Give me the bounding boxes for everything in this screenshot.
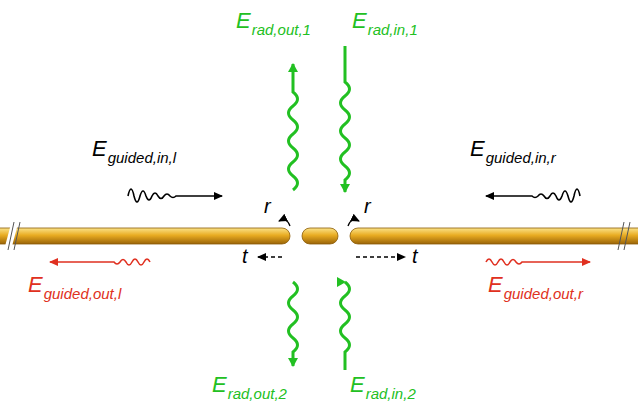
field-symbol: E xyxy=(352,8,367,33)
field-symbol: E xyxy=(236,8,251,33)
radiation-in-arrow xyxy=(341,46,350,192)
field-label: Erad,out,1 xyxy=(236,10,311,32)
field-subscript: rad,in,1 xyxy=(368,21,418,38)
transmission-arrow xyxy=(356,256,405,257)
field-label: Erad,in,1 xyxy=(352,10,418,32)
gap-rod xyxy=(302,228,338,244)
guided-in-packet xyxy=(486,189,580,202)
field-symbol: E xyxy=(470,136,485,161)
field-label: Erad,in,2 xyxy=(350,374,416,396)
field-subscript: rad,out,1 xyxy=(252,21,311,38)
transmission-arrow xyxy=(258,256,282,257)
break-mark xyxy=(618,222,630,250)
guided-out-packet xyxy=(50,259,150,265)
field-label: Eguided,in,r xyxy=(470,138,556,160)
field-symbol: E xyxy=(28,272,43,297)
field-subscript: rad,in,2 xyxy=(366,385,416,402)
coefficient-label: t xyxy=(242,246,248,266)
field-subscript: guided,in,r xyxy=(486,149,556,166)
radiation-out-arrow xyxy=(289,64,298,190)
field-label: Eguided,out,r xyxy=(488,274,583,296)
guided-out-packet xyxy=(486,259,590,265)
guided-in-packet xyxy=(128,189,222,202)
break-mark xyxy=(4,222,20,250)
field-subscript: guided,out,r xyxy=(504,285,583,302)
coefficient-label: t xyxy=(412,246,418,266)
coefficient-label: r xyxy=(364,196,371,216)
field-symbol: E xyxy=(212,372,227,397)
right-rod xyxy=(350,228,638,244)
field-label: Erad,out,2 xyxy=(212,374,287,396)
field-label: Eguided,in,l xyxy=(92,138,176,160)
reflection-arrow xyxy=(348,220,359,226)
field-subscript: rad,out,2 xyxy=(228,385,287,402)
field-symbol: E xyxy=(92,136,107,161)
field-label: Eguided,out,l xyxy=(28,274,121,296)
radiation-out-arrow xyxy=(289,282,298,366)
coefficient-label: r xyxy=(264,196,271,216)
field-symbol: E xyxy=(350,372,365,397)
reflection-arrow xyxy=(279,220,290,226)
left-rod xyxy=(0,228,290,244)
field-subscript: guided,in,l xyxy=(108,149,176,166)
field-subscript: guided,out,l xyxy=(44,285,122,302)
field-symbol: E xyxy=(488,272,503,297)
radiation-in-arrow xyxy=(341,282,350,370)
